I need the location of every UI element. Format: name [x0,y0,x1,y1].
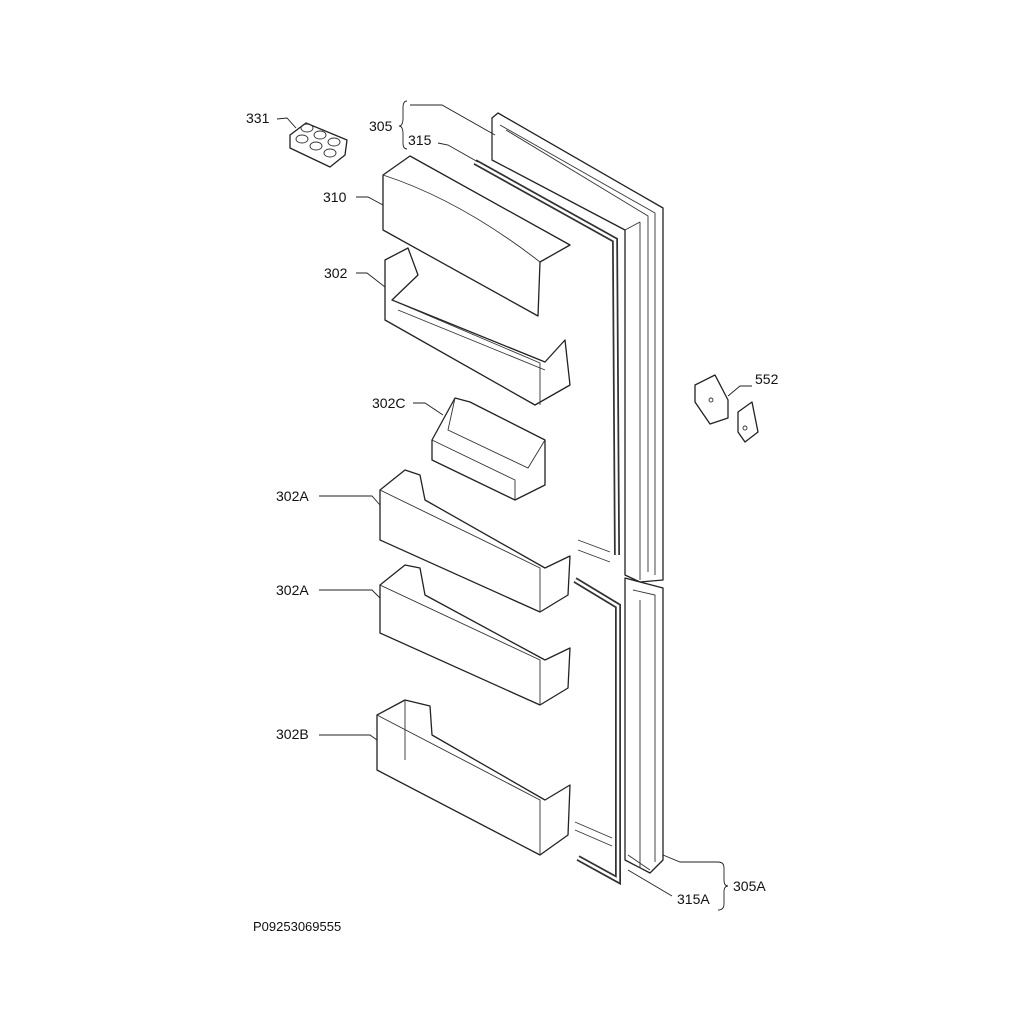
dairy-compartment-cover [382,155,571,317]
part-label-302c: 302C [372,395,406,411]
leader-lines [276,100,752,911]
part-label-315: 315 [408,132,432,148]
lower-door-frame [624,577,664,874]
part-label-305: 305 [369,118,393,134]
door-shelf-302b [376,699,571,856]
part-label-315a: 315A [677,891,710,907]
part-label-331: 331 [246,110,270,126]
part-label-302a-upper: 302A [276,488,309,504]
door-shelf-302a-lower [379,564,571,706]
upper-door-gasket [473,159,620,563]
door-shelf-302c [431,397,546,501]
lower-door-gasket [573,577,621,886]
door-shelf-302a-upper [379,469,571,613]
part-label-305a: 305A [733,878,766,894]
upper-door-frame [491,112,664,583]
part-label-302b: 302B [276,726,309,742]
part-label-310: 310 [323,189,347,205]
diagram-code: P09253069555 [253,919,342,934]
part-label-302a-lower: 302A [276,582,309,598]
part-label-552: 552 [755,371,779,387]
hinge-bracket [694,374,759,443]
door-shelf-302 [384,247,571,406]
egg-tray [289,122,348,168]
part-label-302: 302 [324,265,348,281]
